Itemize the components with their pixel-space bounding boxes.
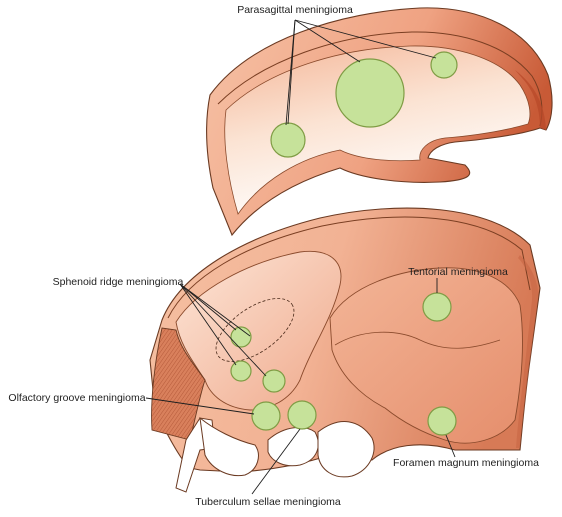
tentorial-tumor xyxy=(422,292,452,322)
parasagittal-tumor-left xyxy=(270,122,306,158)
olfactory-tumor xyxy=(251,401,281,431)
tuberculum-leader xyxy=(251,428,301,495)
label-foramen: Foramen magnum meningioma xyxy=(393,457,539,469)
skull-cap-edge xyxy=(515,70,546,130)
clivus xyxy=(317,421,375,478)
tuberculum-tumor xyxy=(287,400,317,430)
label-tuberculum: Tuberculum sellae meningioma xyxy=(195,496,341,508)
foramen-magnum-tumor xyxy=(427,406,457,436)
skull-base xyxy=(149,207,541,493)
parasagittal-tumor-center xyxy=(335,58,405,128)
label-tentorial: Tentorial meningioma xyxy=(408,266,508,278)
parasagittal-leaders xyxy=(285,19,437,126)
label-sphenoid: Sphenoid ridge meningioma xyxy=(53,276,184,288)
sphenoid-leaders xyxy=(179,283,267,377)
skull-base-rim xyxy=(167,216,531,319)
occipital-edge xyxy=(516,255,539,448)
sphenoid-tumor-upper xyxy=(230,326,252,348)
frontal-sinus-wall xyxy=(151,327,206,441)
cribriform-plate xyxy=(199,416,259,477)
foramen-leader xyxy=(445,434,456,458)
tentorium-edge xyxy=(334,331,501,349)
sphenoid-ridge-outline xyxy=(215,298,295,362)
label-parasagittal: Parasagittal meningioma xyxy=(237,4,353,16)
posterior-fossa xyxy=(329,267,523,444)
skull-cap-inner xyxy=(224,45,531,215)
sphenoid-tumor-right xyxy=(262,369,286,393)
label-olfactory: Olfactory groove meningioma xyxy=(8,392,145,404)
sphenoid-tumor-lower xyxy=(230,360,252,382)
parasagittal-tumor-right xyxy=(430,51,458,79)
olfactory-leader xyxy=(145,397,255,415)
skull-cap-rim xyxy=(217,31,543,127)
